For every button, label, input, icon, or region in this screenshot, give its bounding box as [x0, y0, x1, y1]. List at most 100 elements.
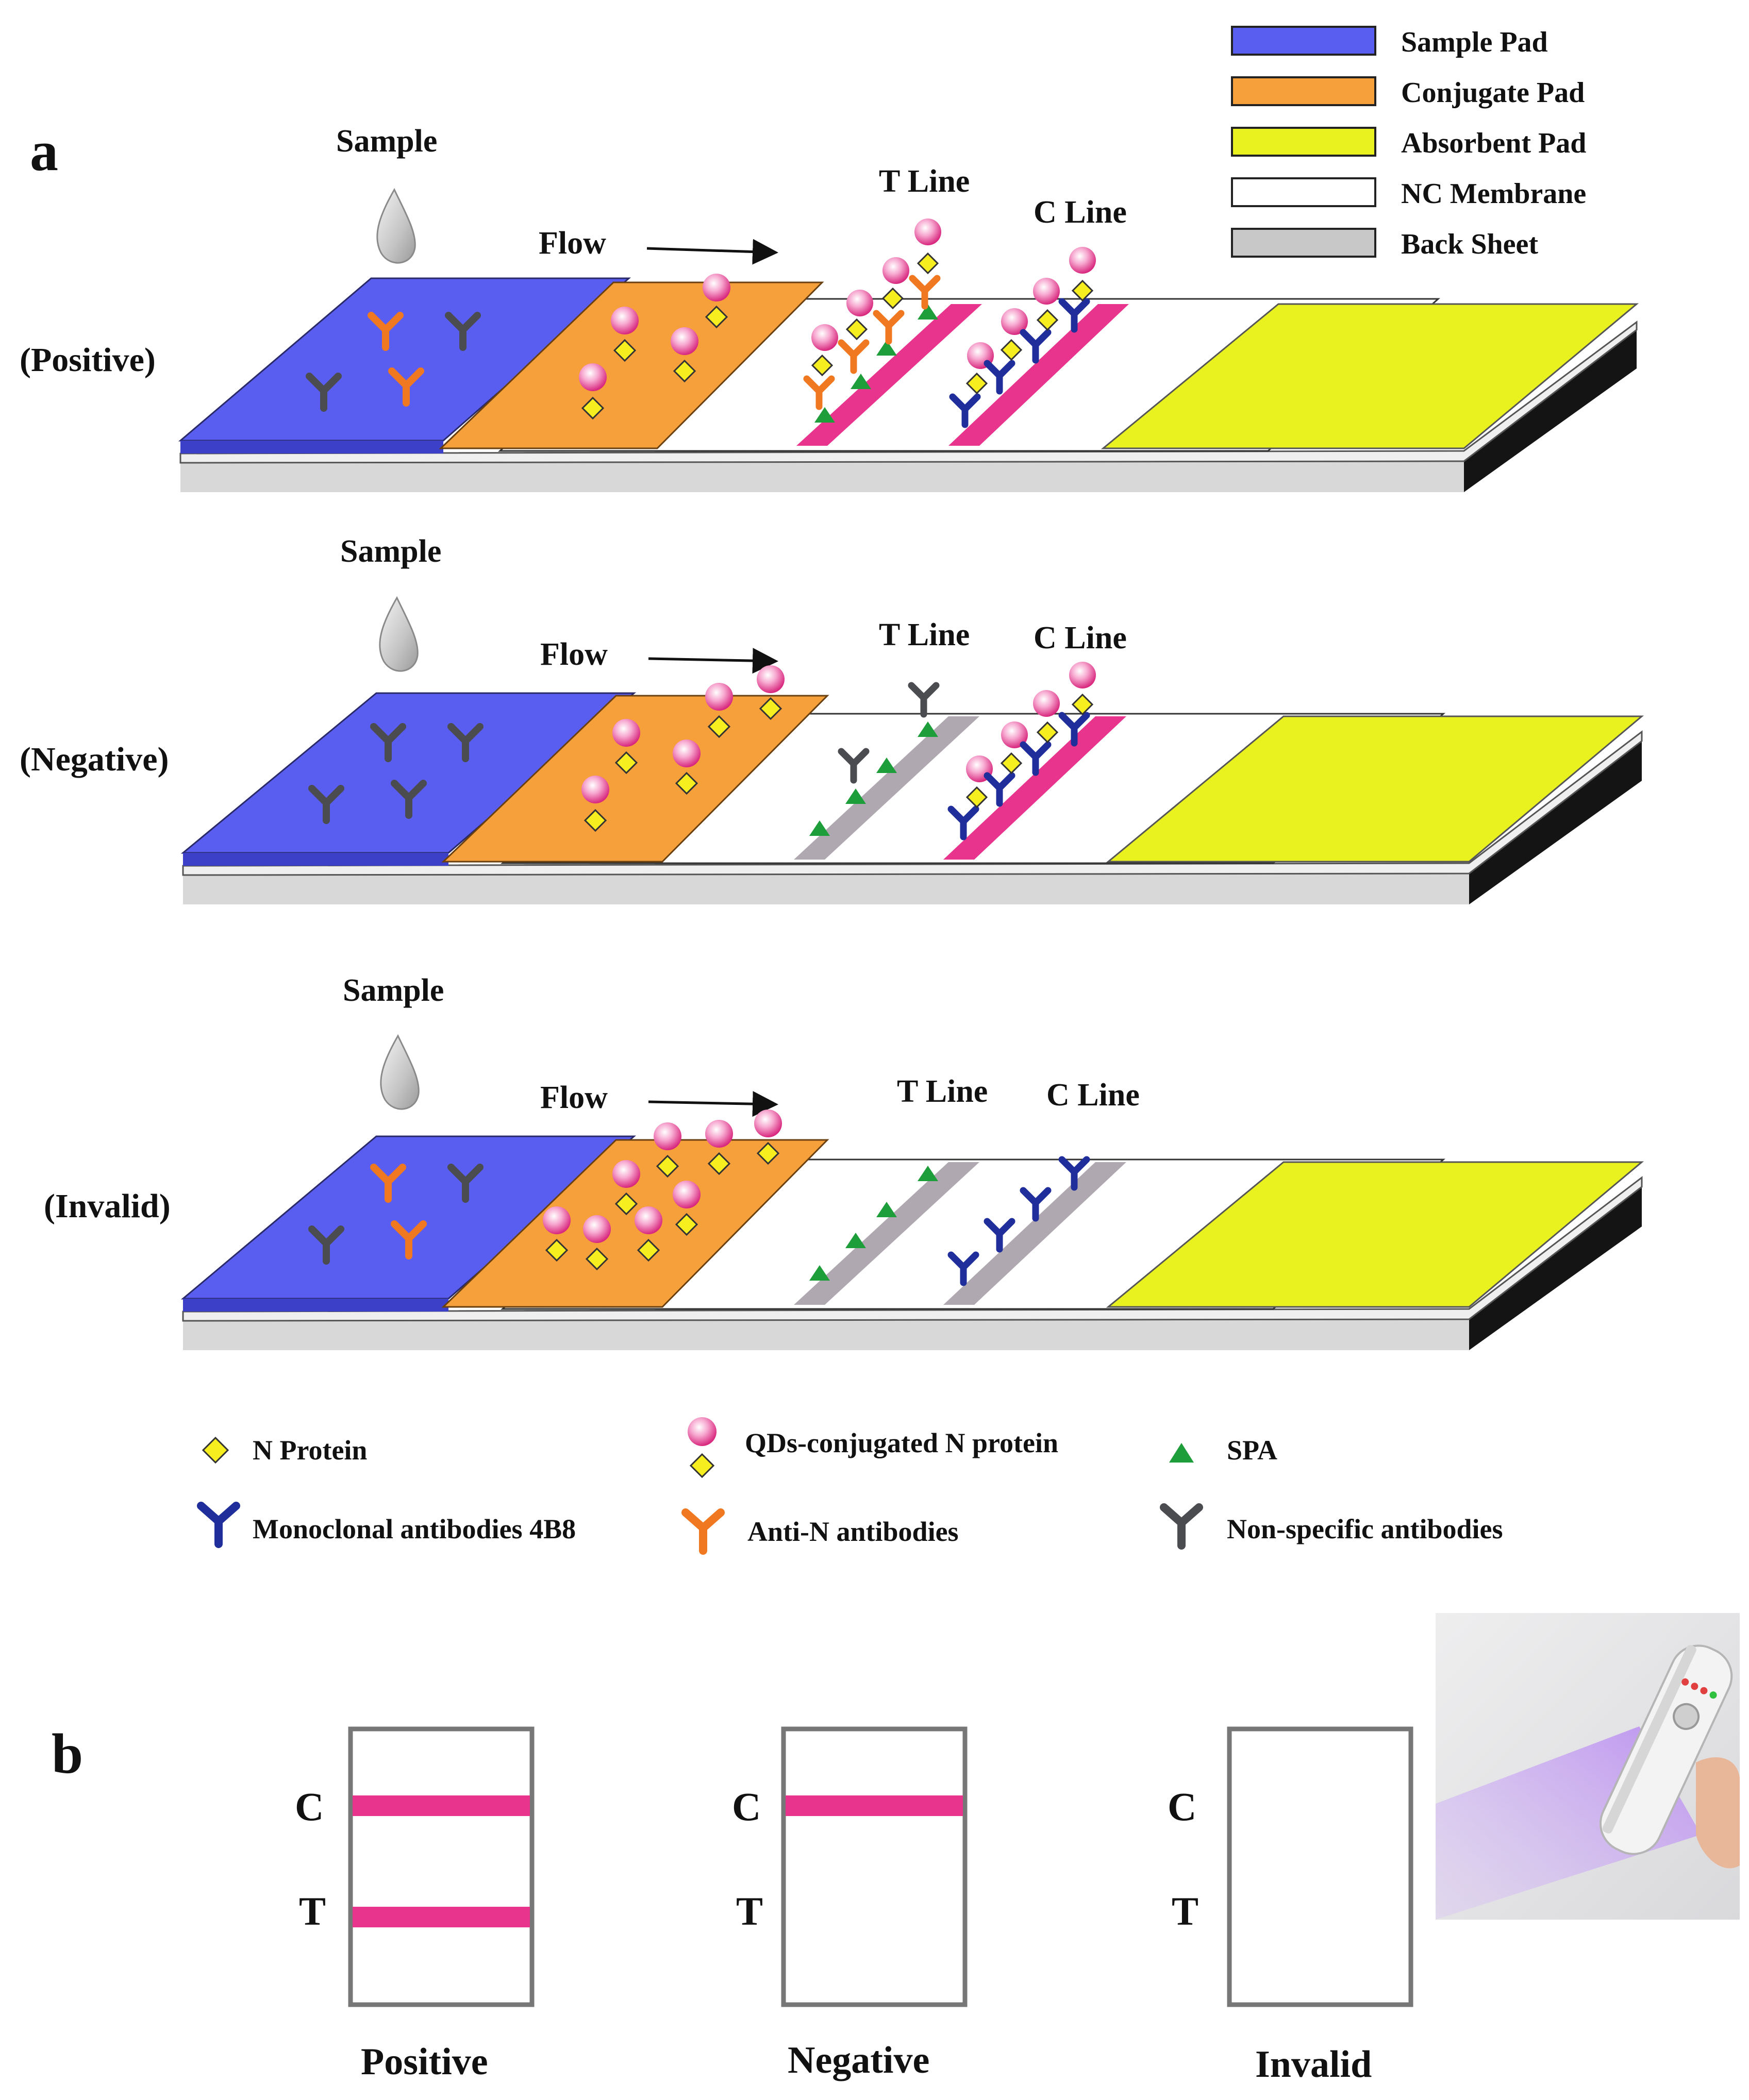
c-line-label: C Line — [1034, 195, 1127, 230]
conjugate-pad-molecules — [543, 1110, 782, 1271]
sample-pad-molecules — [308, 1164, 484, 1265]
quantum-dot-icon — [543, 1206, 571, 1234]
t-line-label: T Line — [879, 617, 970, 652]
quantum-dot-icon — [1069, 662, 1096, 688]
monoclonal-4b8-antibody-icon — [984, 772, 1015, 807]
monoclonal-4b8-antibody-icon — [984, 360, 1015, 395]
quantum-dot-icon — [579, 363, 607, 391]
t-marker-label: T — [299, 1889, 326, 1934]
non-specific-antibody-icon — [308, 1225, 344, 1265]
sample-drop-icon — [379, 596, 419, 672]
test-line — [794, 716, 979, 860]
quantum-dot-icon — [754, 1110, 782, 1137]
anti-n-antibody-icon — [388, 367, 424, 407]
legend-swatch-nc-membrane — [1231, 177, 1376, 207]
uv-reader-photo — [1436, 1613, 1740, 1920]
control-band — [353, 1795, 530, 1816]
n-protein-icon — [1036, 309, 1059, 331]
n-protein-icon — [1036, 721, 1059, 744]
cassette-window — [1227, 1726, 1413, 2007]
spa-icon — [809, 1265, 830, 1281]
anti-n-antibody-icon — [873, 310, 905, 345]
n-protein-icon — [656, 1154, 679, 1178]
control-line-molecules — [947, 662, 1096, 841]
legend-label-sample-pad: Sample Pad — [1401, 26, 1548, 58]
control-line — [943, 1162, 1126, 1305]
quantum-dot-icon — [1001, 308, 1028, 335]
absorbent-pad — [1106, 1161, 1644, 1308]
quantum-dot-icon — [671, 327, 698, 355]
control-line — [948, 304, 1129, 446]
legend-swatch-back-sheet — [1231, 228, 1376, 258]
sample-pad-side — [183, 1299, 448, 1312]
conjugate-pad — [441, 695, 829, 863]
conjugate-pad-molecules — [581, 665, 785, 832]
n-protein-icon — [707, 715, 731, 738]
anti-n-antibody-icon — [909, 275, 941, 310]
gray-antibody-icon — [1160, 1503, 1203, 1550]
flow-arrow — [648, 1091, 778, 1117]
result-label: Negative — [788, 2039, 929, 2081]
sample-drop-icon — [380, 1034, 420, 1110]
strip-positive: (Positive) Sample Flow T Line C Line — [20, 124, 1639, 492]
monoclonal-4b8-antibody-icon — [1058, 712, 1090, 747]
quantum-dot-icon — [581, 776, 609, 803]
n-protein-icon — [689, 1453, 715, 1479]
legend-label-conjugate-pad: Conjugate Pad — [1401, 77, 1585, 109]
sample-pad-side — [183, 853, 448, 866]
control-line-molecules — [949, 247, 1096, 428]
panel-b-letter: b — [52, 1722, 83, 1785]
quantum-dot-icon — [611, 307, 639, 334]
quantum-dot-icon — [811, 324, 838, 351]
non-specific-antibody-icon — [838, 748, 870, 784]
pad-legend: Sample Pad Conjugate Pad Absorbent Pad N… — [1231, 26, 1586, 260]
quantum-dot-icon — [705, 1120, 733, 1148]
n-protein-icon — [917, 252, 939, 275]
c-marker-label: C — [732, 1784, 761, 1829]
anti-n-antibody-icon — [391, 1220, 427, 1259]
c-line-label: C Line — [1046, 1078, 1140, 1113]
sample-drop-icon — [376, 188, 416, 264]
absorbent-pad — [1101, 303, 1639, 449]
cassette-window — [348, 1726, 535, 2007]
strip-negative: (Negative) Sample Flow T Line C Line — [20, 534, 1644, 904]
n-protein-icon — [965, 372, 988, 395]
quantum-dot-icon — [846, 290, 873, 316]
strip-result-label: (Positive) — [20, 341, 156, 379]
flow-arrow — [648, 648, 778, 674]
n-protein-icon — [585, 1247, 609, 1271]
n-protein-icon — [965, 786, 988, 809]
back-sheet-top — [179, 321, 1638, 464]
hand-icon — [1696, 1757, 1740, 1869]
n-protein-icon — [1000, 752, 1023, 775]
n-protein-icon — [845, 318, 868, 341]
spa-icon — [918, 304, 938, 320]
legend-swatch-conjugate-pad — [1231, 76, 1376, 106]
n-protein-icon — [673, 359, 696, 383]
n-protein-icon — [584, 809, 607, 832]
n-protein-icon — [613, 339, 637, 362]
spa-icon — [876, 340, 897, 356]
t-marker-label: T — [1172, 1889, 1198, 1934]
t-line-label: T Line — [897, 1074, 988, 1109]
n-protein-icon — [202, 1436, 229, 1464]
spa-icon — [809, 820, 830, 836]
orange-antibody-icon — [681, 1508, 725, 1555]
key-label-monoclonal-4b8: Monoclonal antibodies 4B8 — [253, 1514, 576, 1544]
quantum-dot-icon — [1033, 278, 1060, 305]
monoclonal-4b8-antibody-icon — [1058, 298, 1090, 333]
monoclonal-4b8-antibody-icon — [1020, 1187, 1052, 1222]
non-specific-antibody-icon — [308, 785, 344, 824]
flashlight-icon — [1599, 1644, 1733, 1855]
n-protein-icon — [881, 287, 904, 310]
key-label-spa: SPA — [1227, 1435, 1277, 1466]
quantum-dot-icon — [612, 719, 640, 747]
sample-label: Sample — [340, 534, 441, 569]
conjugate-pad-molecules — [579, 274, 730, 420]
cassette-invalid: C T Invalid — [1168, 1726, 1413, 2086]
non-specific-antibody-icon — [908, 682, 940, 718]
quantum-dot-icon — [635, 1206, 662, 1234]
legend-label-absorbent-pad: Absorbent Pad — [1401, 127, 1586, 159]
control-line-molecules — [947, 1156, 1090, 1286]
